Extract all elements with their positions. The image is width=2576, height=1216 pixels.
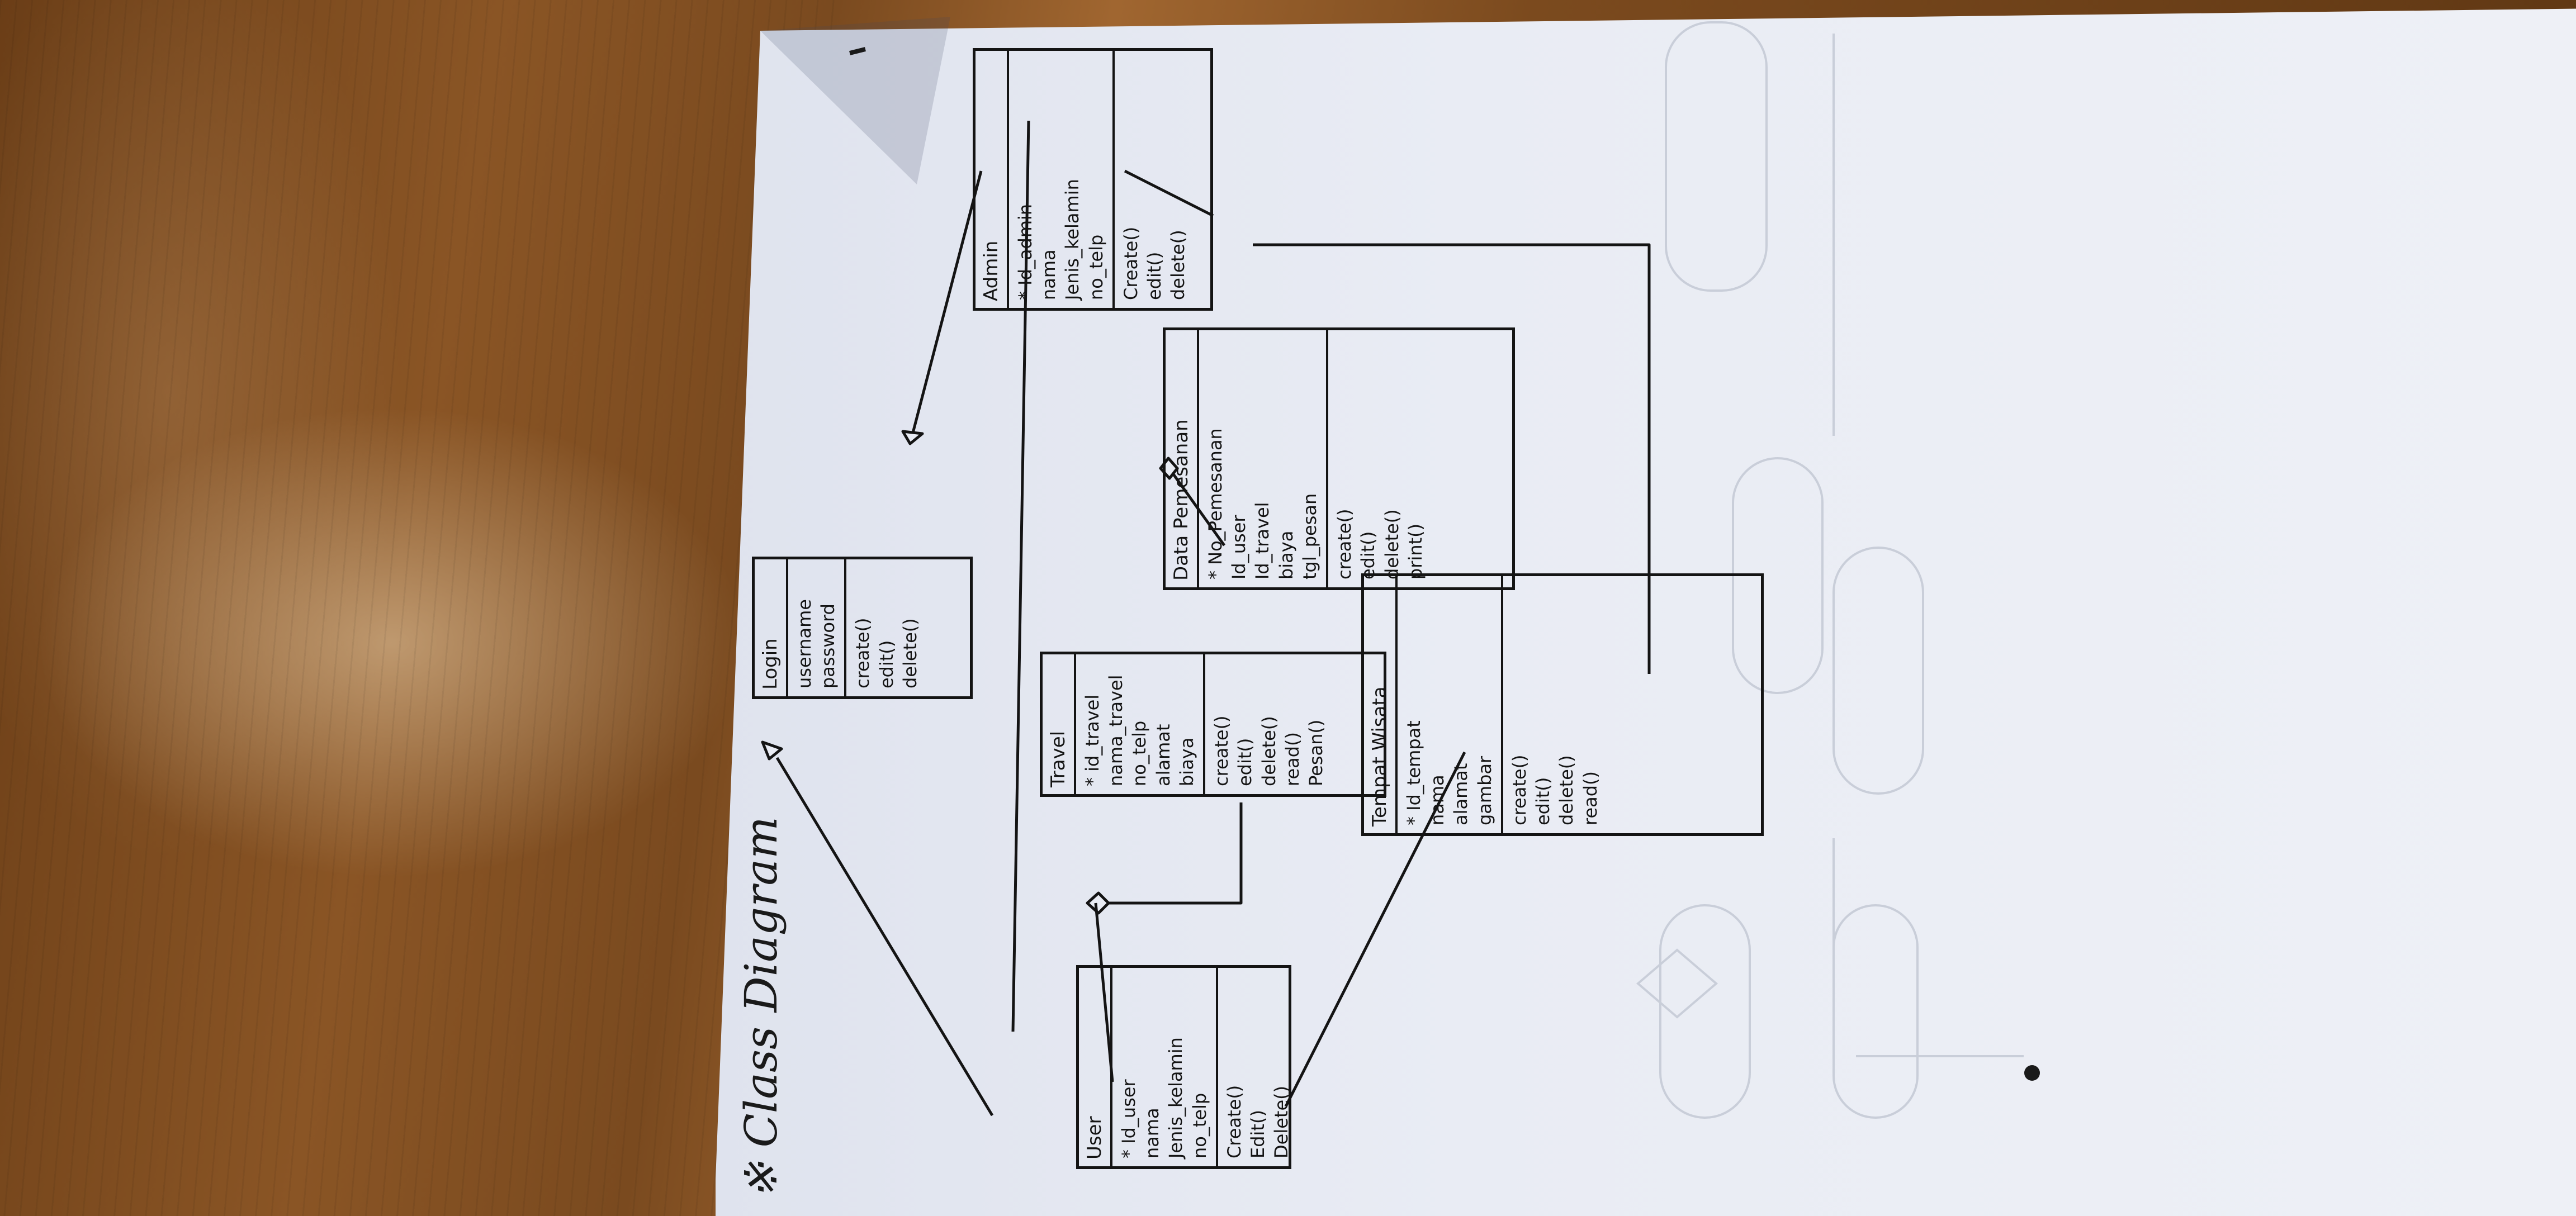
- attribute: tgl_pesan: [1299, 493, 1320, 580]
- attribute: * id_travel: [1082, 694, 1103, 786]
- class-data-pemesanan: Data Pemesanan * No_Pemesanan Id_user Id…: [1163, 327, 1515, 590]
- attribute: nama_travel: [1105, 674, 1127, 787]
- attribute: gambar: [1474, 756, 1495, 825]
- operation: edit(): [1144, 251, 1166, 300]
- association-admin-tempat: [1253, 243, 1651, 674]
- operation: create(): [1211, 715, 1233, 786]
- attribute: * No_Pemesanan: [1205, 428, 1226, 580]
- class-user-attributes: * Id_user nama Jenis_kelamin no_telp: [1112, 968, 1218, 1166]
- class-user-operations: Create() Edit() Delete(): [1218, 968, 1298, 1166]
- attribute: Jenis_kelamin: [1165, 1037, 1187, 1158]
- operation: edit(): [1532, 777, 1554, 825]
- attribute: password: [817, 604, 839, 688]
- class-user-name: User: [1079, 968, 1112, 1166]
- operation: delete(): [1258, 716, 1280, 786]
- class-login-attributes: username password: [788, 559, 847, 696]
- class-login: Login username password create() edit() …: [752, 557, 973, 699]
- generalization-admin-login: [910, 170, 983, 440]
- operation: Delete(): [1271, 1085, 1292, 1158]
- class-login-operations: create() edit() delete(): [846, 559, 926, 696]
- operation: read(): [1281, 732, 1303, 786]
- link-user-travel-bottom: [1094, 902, 1114, 1082]
- attribute: Id_travel: [1252, 502, 1273, 580]
- class-diagram-drawing: ※ Class Diagram User * Id_: [727, 0, 1783, 1216]
- composition-user-travel: [1107, 802, 1243, 905]
- operation: delete(): [1167, 230, 1189, 300]
- class-admin-name: Admin: [976, 51, 1009, 308]
- operation: create(): [1334, 509, 1356, 580]
- attribute: no_telp: [1129, 720, 1150, 786]
- attribute: no_telp: [1085, 234, 1107, 300]
- operation: Pesan(): [1305, 719, 1327, 786]
- generalization-triangle-user: [761, 740, 783, 761]
- diagram-connectors: [761, 120, 1651, 1117]
- attribute: nama: [1427, 775, 1448, 825]
- attribute: biaya: [1275, 530, 1297, 580]
- operation: read(): [1579, 771, 1601, 825]
- association-admin-pemesanan: [1124, 169, 1214, 217]
- attribute: Id_user: [1228, 515, 1250, 580]
- association-user-travel: [1011, 120, 1030, 1032]
- generalization-triangle-admin: [901, 430, 924, 445]
- attribute: nama: [1142, 1108, 1163, 1158]
- aggregation-travel-pemesanan: [1167, 466, 1226, 547]
- composition-link-user: [1086, 891, 1110, 915]
- operation: create(): [1508, 754, 1530, 825]
- operation: edit(): [1357, 531, 1379, 580]
- class-data-pemesanan-operations: create() edit() delete() print(): [1328, 330, 1432, 587]
- attribute: * Id_tempat: [1403, 720, 1424, 825]
- class-tempat-wisata-name: Tempat Wisata: [1364, 576, 1398, 833]
- operation: edit(): [875, 640, 897, 688]
- class-tempat-wisata-operations: create() edit() delete() read(): [1503, 576, 1607, 833]
- attribute: * Id_user: [1118, 1079, 1139, 1158]
- attribute: alamat: [1152, 724, 1174, 786]
- operation: delete(): [1381, 509, 1403, 580]
- attribute: nama: [1038, 249, 1060, 300]
- class-tempat-wisata: Tempat Wisata * Id_tempat nama alamat ga…: [1361, 573, 1764, 836]
- class-user: User * Id_user nama Jenis_kelamin no_tel…: [1076, 965, 1292, 1169]
- class-data-pemesanan-name: Data Pemesanan: [1166, 330, 1199, 587]
- operation: print(): [1404, 523, 1426, 580]
- operation: Create(): [1223, 1085, 1245, 1158]
- class-travel-operations: create() edit() delete() read() Pesan(): [1205, 654, 1332, 794]
- class-data-pemesanan-attributes: * No_Pemesanan Id_user Id_travel biaya t…: [1199, 330, 1329, 587]
- class-travel-attributes: * id_travel nama_travel no_telp alamat b…: [1076, 654, 1206, 794]
- attribute: * Id_admin: [1015, 203, 1036, 300]
- attribute: Jenis_kelamin: [1062, 179, 1083, 300]
- class-travel: Travel * id_travel nama_travel no_telp a…: [1040, 652, 1386, 797]
- class-admin: Admin * Id_admin nama Jenis_kelamin no_t…: [973, 48, 1213, 311]
- aggregation-diamond-travel: [1159, 457, 1179, 480]
- class-login-name: Login: [755, 559, 788, 696]
- generalization-user-login: [775, 757, 994, 1117]
- operation: edit(): [1234, 738, 1256, 786]
- operation: create(): [852, 618, 874, 688]
- attribute: no_telp: [1188, 1092, 1210, 1158]
- class-admin-operations: Create() edit() delete(): [1115, 51, 1195, 308]
- association-user-tempat: [1284, 751, 1466, 1108]
- class-admin-attributes: * Id_admin nama Jenis_kelamin no_telp: [1009, 51, 1115, 308]
- attribute: username: [794, 599, 815, 688]
- operation: Edit(): [1247, 1110, 1269, 1158]
- class-travel-name: Travel: [1043, 654, 1076, 794]
- class-tempat-wisata-attributes: * Id_tempat nama alamat gambar: [1398, 576, 1503, 833]
- attribute: alamat: [1450, 763, 1472, 825]
- operation: delete(): [899, 618, 921, 688]
- attribute: biaya: [1176, 737, 1197, 786]
- operation: Create(): [1120, 226, 1142, 300]
- wood-grain: [0, 0, 839, 1216]
- operation: delete(): [1556, 755, 1578, 825]
